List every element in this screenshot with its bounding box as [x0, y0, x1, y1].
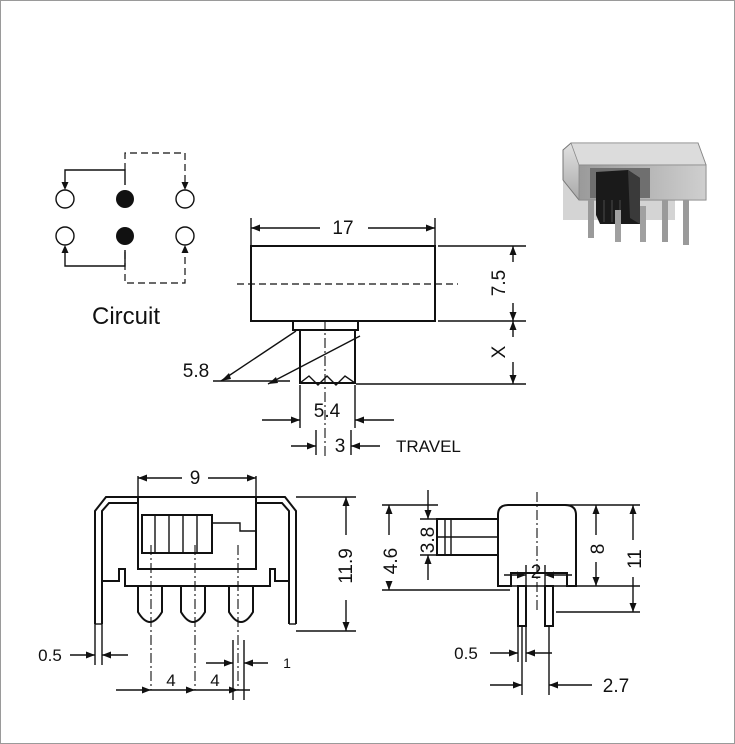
common-terminal — [116, 190, 134, 208]
dim-width: 17 — [332, 218, 353, 239]
contact-terminal — [175, 226, 195, 246]
travel-label: TRAVEL — [396, 437, 461, 456]
product-photo — [562, 142, 707, 245]
front-view: 9 11.9 0.5 4 4 1 — [38, 468, 357, 700]
connection-line — [64, 250, 126, 267]
dim-front-width: 9 — [190, 468, 201, 489]
slide-knob-front — [141, 514, 213, 554]
dim-travel: 3 — [335, 436, 346, 457]
arrow-icon — [61, 182, 69, 190]
dim-pitch-2: 4 — [210, 671, 219, 690]
common-terminal — [116, 227, 134, 245]
dim-side-body-height: 8 — [588, 544, 609, 555]
connection-line — [64, 169, 126, 185]
arrow-icon — [61, 245, 69, 253]
circuit-caption: Circuit — [92, 303, 160, 330]
dim-side-pin-gap: 2 — [531, 562, 542, 583]
contact-terminal — [175, 189, 195, 209]
top-view: 17 7.5 X 5.8 5.4 3 TR — [183, 218, 526, 459]
dashed-connection — [124, 152, 186, 184]
dim-lever: 5.4 — [314, 401, 341, 422]
side-view: 4.6 3.8 8 11 2 — [381, 490, 646, 697]
dim-side-pin-thickness: 0.5 — [454, 644, 478, 663]
arrow-icon — [181, 245, 189, 253]
dashed-connection — [124, 251, 186, 284]
dim-front-pin-thickness: 0.5 — [38, 646, 62, 665]
dim-x: X — [489, 345, 510, 358]
contact-terminal — [55, 226, 75, 246]
dim-side-knob: 3.8 — [418, 527, 439, 553]
dim-pin-width: 1 — [283, 655, 291, 671]
arrow-icon — [181, 182, 189, 190]
dim-side-offset: 2.7 — [603, 676, 629, 697]
dim-height: 7.5 — [489, 270, 510, 296]
dim-pitch-1: 4 — [166, 671, 175, 690]
contact-terminal — [55, 189, 75, 209]
dim-front-height: 11.9 — [336, 548, 357, 584]
circuit-schematic: Circuit — [55, 152, 195, 330]
dim-side-total-height: 4.6 — [381, 548, 402, 574]
dim-side-overall-height: 11 — [625, 549, 646, 569]
dim-actuator: 5.8 — [183, 361, 209, 382]
